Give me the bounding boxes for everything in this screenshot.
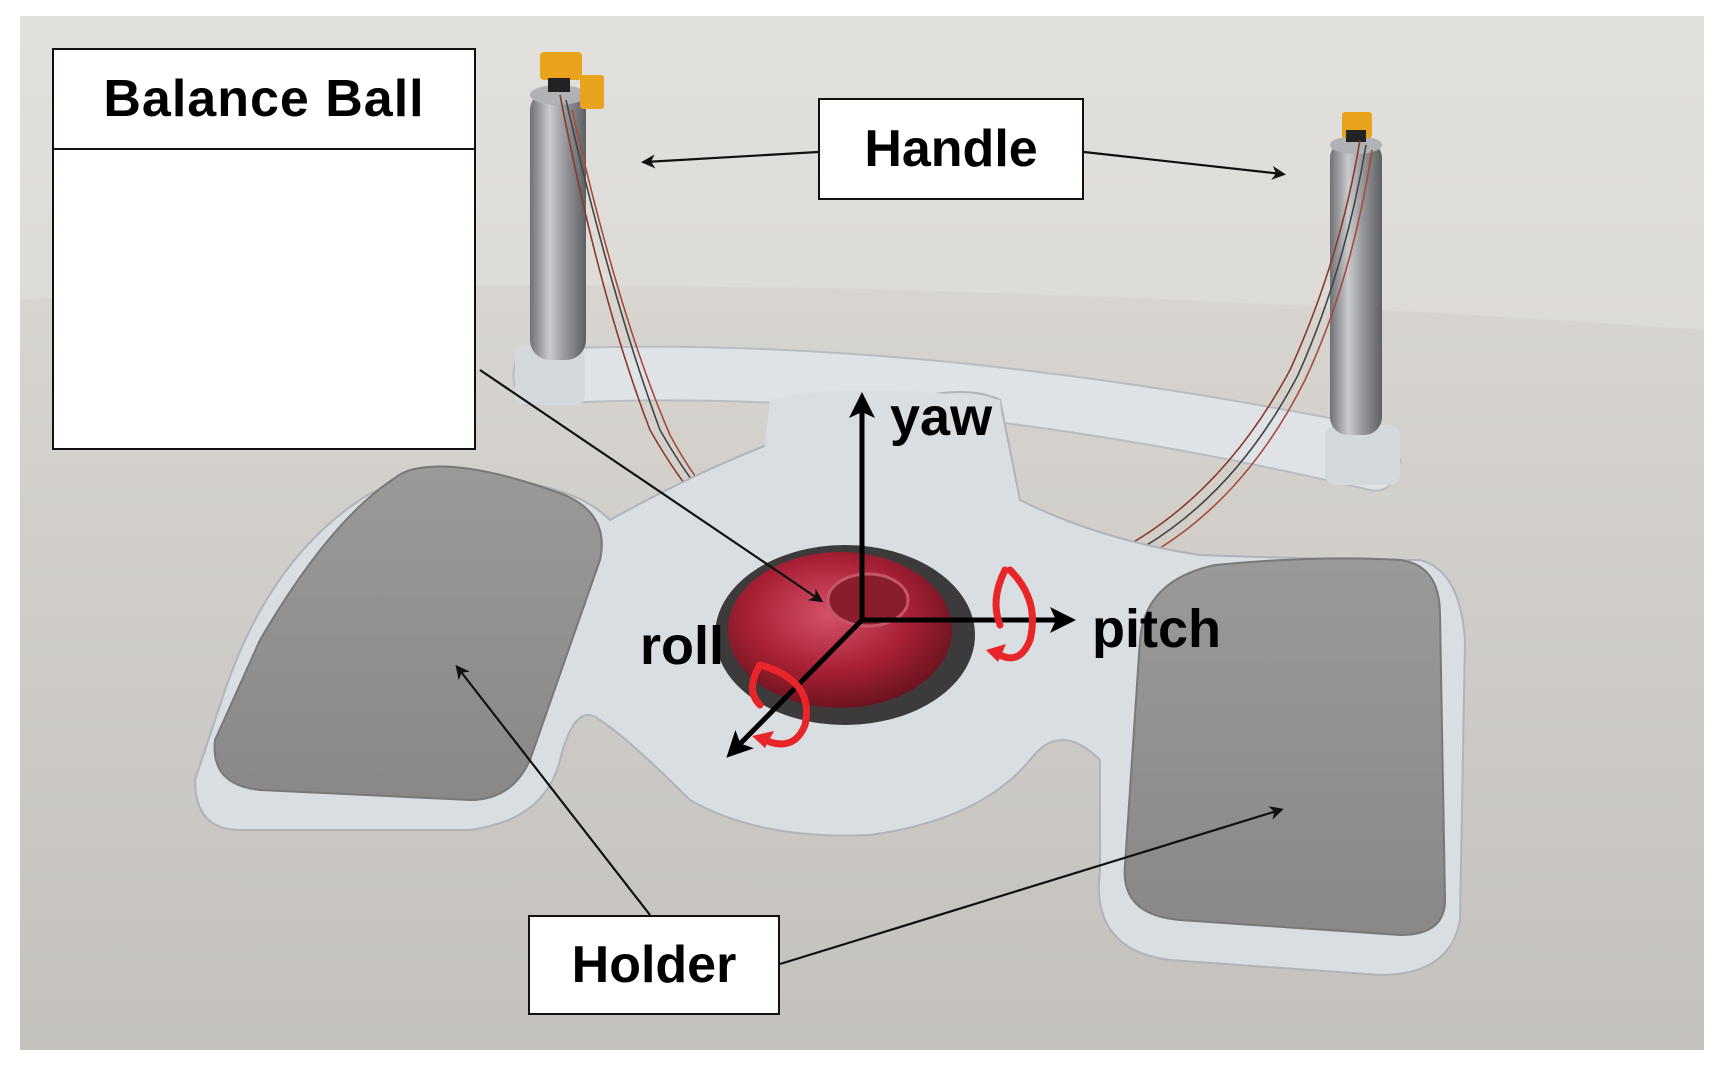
center-balance-ball <box>728 552 952 708</box>
handle-label: Handle <box>818 98 1084 200</box>
balance-ball-label: Balance Ball <box>54 50 474 150</box>
rotation-arrow-heads <box>752 644 1006 748</box>
balance-ball-inset: Balance Ball <box>52 48 476 450</box>
pitch-rotation-arrow-back <box>992 566 1009 629</box>
handle-base-left <box>515 345 585 405</box>
roll-rotation-arrow <box>756 661 810 748</box>
yaw-label: yaw <box>890 387 993 447</box>
handle-bar <box>512 345 1402 492</box>
annotation-arrows <box>455 150 1286 966</box>
device-stem <box>760 390 1010 510</box>
right-handle <box>1330 112 1382 435</box>
roll-rotation-arrow-back <box>749 661 764 709</box>
rotation-arrows <box>749 566 1036 748</box>
handle-base-right <box>1325 425 1400 485</box>
roll-label: roll <box>640 616 725 676</box>
center-ball-hub <box>826 572 910 628</box>
left-foot-pad <box>213 465 603 802</box>
holder-label: Holder <box>528 915 780 1015</box>
pitch-label: pitch <box>1092 599 1221 659</box>
right-foot-pad <box>1123 557 1447 937</box>
pitch-rotation-arrow <box>996 566 1036 662</box>
